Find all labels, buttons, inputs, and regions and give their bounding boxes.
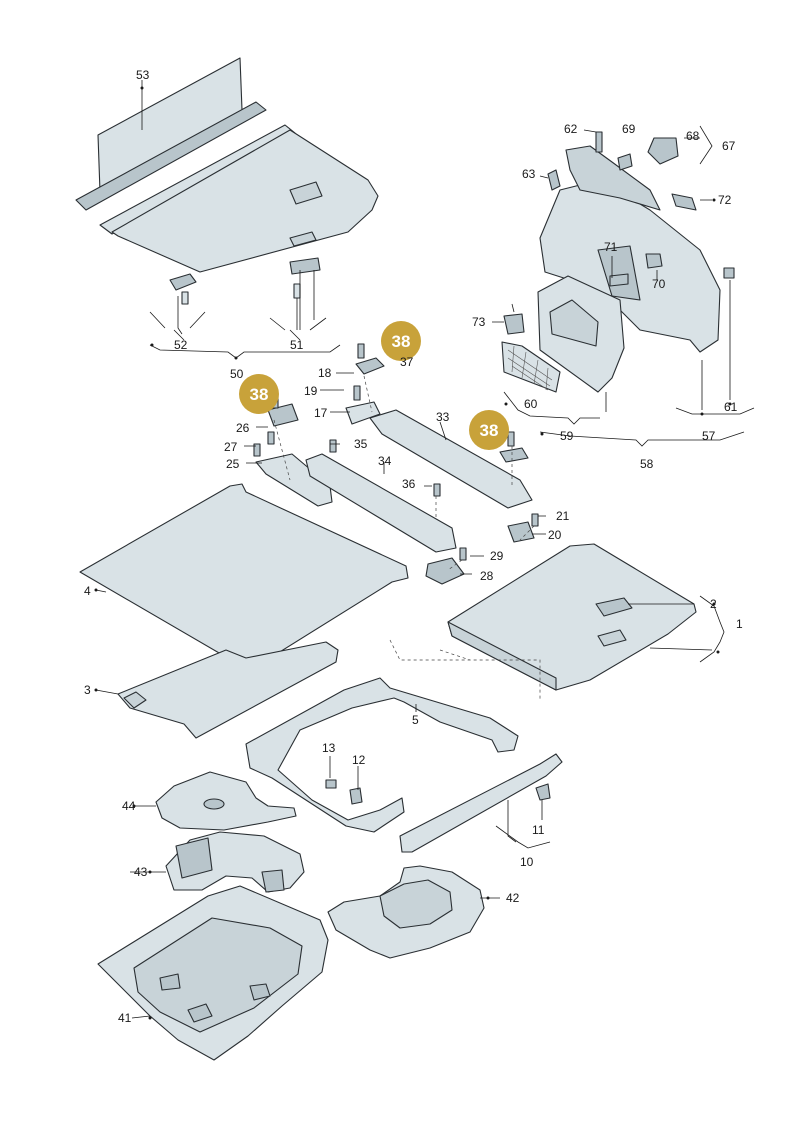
label-53: 53 xyxy=(136,68,150,82)
label-71: 71 xyxy=(604,240,618,254)
label-19: 19 xyxy=(304,384,318,398)
storage-tray-42 xyxy=(327,865,485,959)
leader-dots xyxy=(94,86,732,1020)
label-2: 2 xyxy=(710,597,717,611)
floor-panel-4 xyxy=(79,483,409,669)
mounting-bracket-52 xyxy=(149,273,206,335)
label-17: 17 xyxy=(314,406,328,420)
label-41: 41 xyxy=(118,1011,132,1025)
label-69: 69 xyxy=(622,122,636,136)
foam-insert-43 xyxy=(165,831,305,893)
svg-text:38: 38 xyxy=(480,421,499,440)
net-60 xyxy=(501,341,561,393)
label-12: 12 xyxy=(352,753,366,767)
label-5: 5 xyxy=(412,713,419,727)
label-68: 68 xyxy=(686,129,700,143)
label-3: 3 xyxy=(84,683,91,697)
cover-44 xyxy=(155,771,297,831)
badge-38-a: 38 xyxy=(381,321,421,361)
label-10: 10 xyxy=(520,855,534,869)
label-67: 67 xyxy=(722,139,736,153)
badge-38-c: 38 xyxy=(469,410,509,450)
label-29: 29 xyxy=(490,549,504,563)
load-floor-1 xyxy=(447,543,697,691)
svg-text:38: 38 xyxy=(392,332,411,351)
svg-text:38: 38 xyxy=(250,385,269,404)
label-50: 50 xyxy=(230,367,244,381)
label-61: 61 xyxy=(724,400,738,414)
label-18: 18 xyxy=(318,366,332,380)
label-37: 37 xyxy=(400,355,414,369)
label-21: 21 xyxy=(556,509,570,523)
mounting-bracket-51 xyxy=(269,270,327,331)
label-26: 26 xyxy=(236,421,250,435)
label-70: 70 xyxy=(652,277,666,291)
label-63: 63 xyxy=(522,167,536,181)
label-13: 13 xyxy=(322,741,336,755)
label-42: 42 xyxy=(506,891,520,905)
floor-frame-5 xyxy=(245,677,519,833)
label-34: 34 xyxy=(378,454,392,468)
label-11: 11 xyxy=(532,823,545,837)
label-33: 33 xyxy=(436,410,450,424)
label-62: 62 xyxy=(564,122,578,136)
label-4: 4 xyxy=(84,584,91,598)
label-36: 36 xyxy=(402,477,416,491)
label-20: 20 xyxy=(548,528,562,542)
label-60: 60 xyxy=(524,397,538,411)
badge-38-b: 38 xyxy=(239,374,279,414)
label-27: 27 xyxy=(224,440,238,454)
label-73: 73 xyxy=(472,315,486,329)
spare-wheel-well-41 xyxy=(97,885,329,1061)
label-59: 59 xyxy=(560,429,574,443)
label-58: 58 xyxy=(640,457,654,471)
luggage-cover-roller-53 xyxy=(75,57,379,275)
sill-trim-10 xyxy=(399,753,563,853)
label-57: 57 xyxy=(702,429,716,443)
label-51: 51 xyxy=(290,338,304,352)
small-parts-62-73 xyxy=(503,131,735,335)
side-trim-panel-57 xyxy=(537,145,721,393)
part-number-labels: 53 52 51 50 62 69 68 67 63 72 71 70 73 6… xyxy=(84,68,743,1025)
label-44: 44 xyxy=(122,799,136,813)
label-28: 28 xyxy=(480,569,494,583)
label-1: 1 xyxy=(736,617,743,631)
rail-bracket-parts xyxy=(253,343,539,585)
label-35: 35 xyxy=(354,437,368,451)
label-72: 72 xyxy=(718,193,732,207)
label-52: 52 xyxy=(174,338,188,352)
label-25: 25 xyxy=(226,457,240,471)
floor-panel-3 xyxy=(117,641,339,739)
label-43: 43 xyxy=(134,865,148,879)
